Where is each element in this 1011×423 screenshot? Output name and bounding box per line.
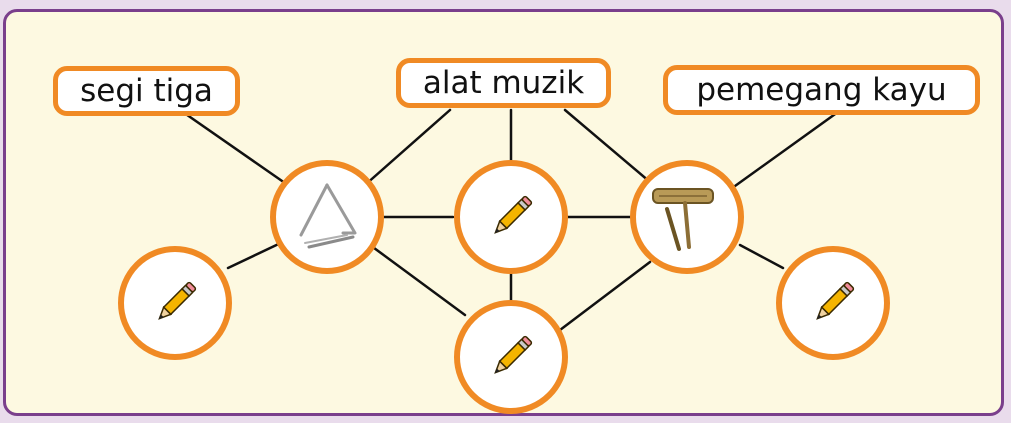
node-right-answer[interactable] — [776, 246, 890, 360]
node-woodblock — [630, 160, 744, 274]
pencil-icon — [494, 195, 533, 234]
pencil-icon — [158, 281, 197, 320]
pencil-icon — [494, 335, 533, 374]
label-segi-tiga: segi tiga — [53, 66, 240, 116]
label-pemegang-kayu: pemegang kayu — [663, 65, 980, 115]
connector-instrument-woodblock — [563, 108, 652, 184]
connector-woodblock-label — [733, 110, 840, 188]
label-alat-muzik: alat muzik — [396, 58, 611, 108]
pencil-icon — [816, 281, 855, 320]
node-center-answer[interactable] — [454, 160, 568, 274]
connector-triangle-label — [178, 108, 297, 192]
connector-instrument-triangle — [363, 108, 452, 187]
connector-triangle-bottom — [368, 243, 467, 317]
node-bottom-answer[interactable] — [454, 300, 568, 414]
connector-woodblock-right — [738, 243, 785, 270]
node-left-answer[interactable] — [118, 246, 232, 360]
woodblock-icon — [652, 188, 714, 251]
node-triangle — [270, 160, 384, 274]
triangle-icon — [299, 183, 357, 249]
connector-woodblock-bottom — [558, 260, 652, 332]
